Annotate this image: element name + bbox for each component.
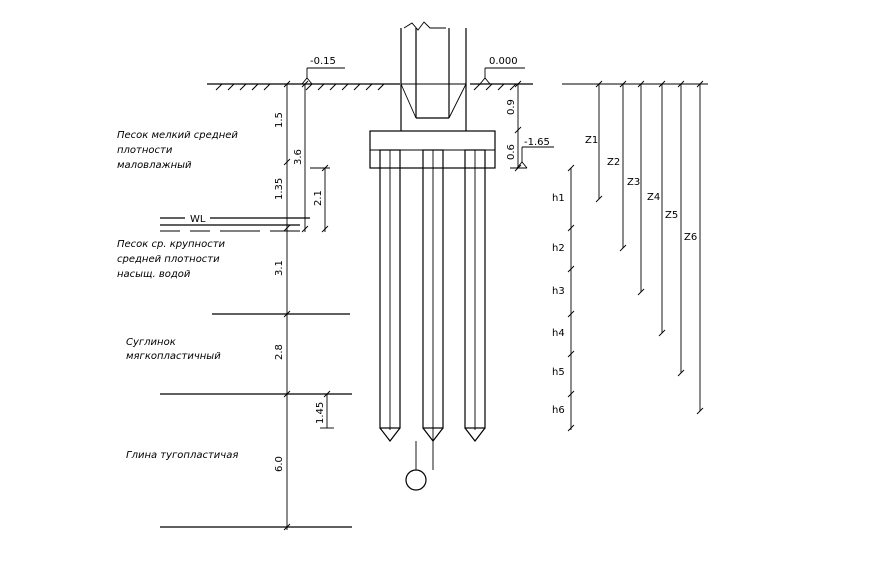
depth-label-6: 1.45 (315, 402, 326, 424)
soil-2-line-2: средней плотности (117, 254, 220, 265)
depth-label-5: 6.0 (274, 456, 285, 472)
soil-descriptions: Песок мелкий средней плотности маловлажн… (117, 130, 238, 461)
column (400, 21, 467, 131)
soil-2-line-3: насыщ. водой (117, 269, 191, 280)
h-label-2: h2 (552, 243, 565, 254)
level-mark-ground: -0.15 (301, 56, 345, 85)
soil-1-line-1: Песок мелкий средней (117, 130, 238, 141)
pile-right (464, 149, 486, 442)
soil-2-line-1: Песок ср. крупности (117, 239, 226, 250)
soil-boundaries: WL (160, 214, 352, 528)
pile-left (379, 149, 401, 442)
level-floor-label: 0.000 (489, 56, 518, 67)
h-label-1: h1 (552, 193, 565, 204)
z-label-4: Z4 (647, 192, 660, 203)
h-label-3: h3 (552, 286, 565, 297)
soil-3-line-2: мягкопластичный (126, 351, 221, 362)
depth-dimensions: 1.5 1.35 3.1 2.8 6.0 3.6 2.1 1.45 0.9 0.… (274, 80, 522, 531)
z-label-6: Z6 (684, 232, 697, 243)
soil-3-line-1: Суглинок (126, 337, 176, 348)
center-axis (405, 150, 434, 491)
level-grillage-label: -1.65 (524, 137, 550, 148)
depth-label-1: 1.5 (274, 112, 285, 128)
h-label-5: h5 (552, 367, 565, 378)
level-ground-label: -0.15 (310, 56, 336, 67)
h-label-6: h6 (552, 405, 565, 416)
z-label-3: Z3 (627, 177, 640, 188)
depth-label-4: 2.8 (274, 344, 285, 360)
depth-label-9: 0.9 (506, 99, 517, 115)
depth-label-2: 1.35 (274, 178, 285, 200)
soil-4-line-1: Глина тугопластичая (126, 450, 238, 461)
level-mark-grillage: -1.65 (510, 137, 554, 169)
level-mark-floor: 0.000 (479, 56, 525, 85)
h-label-4: h4 (552, 328, 565, 339)
soil-1-line-2: плотности (117, 145, 173, 156)
z-label-1: Z1 (585, 135, 598, 146)
depth-label-8: 2.1 (313, 190, 324, 206)
water-level-label: WL (190, 214, 206, 225)
h-layer-dimensions: h1 h2 h3 h4 h5 h6 (552, 164, 575, 432)
z-depth-dimensions: Z1 Z2 Z3 Z4 Z5 Z6 (562, 80, 708, 415)
depth-label-7: 3.6 (293, 149, 304, 165)
ground-surface (207, 83, 533, 91)
soil-1-line-3: маловлажный (117, 160, 192, 171)
depth-label-3: 3.1 (274, 260, 285, 276)
depth-label-10: 0.6 (506, 144, 517, 160)
z-label-2: Z2 (607, 157, 620, 168)
axis-marker-circle (405, 469, 427, 491)
z-label-5: Z5 (665, 210, 678, 221)
